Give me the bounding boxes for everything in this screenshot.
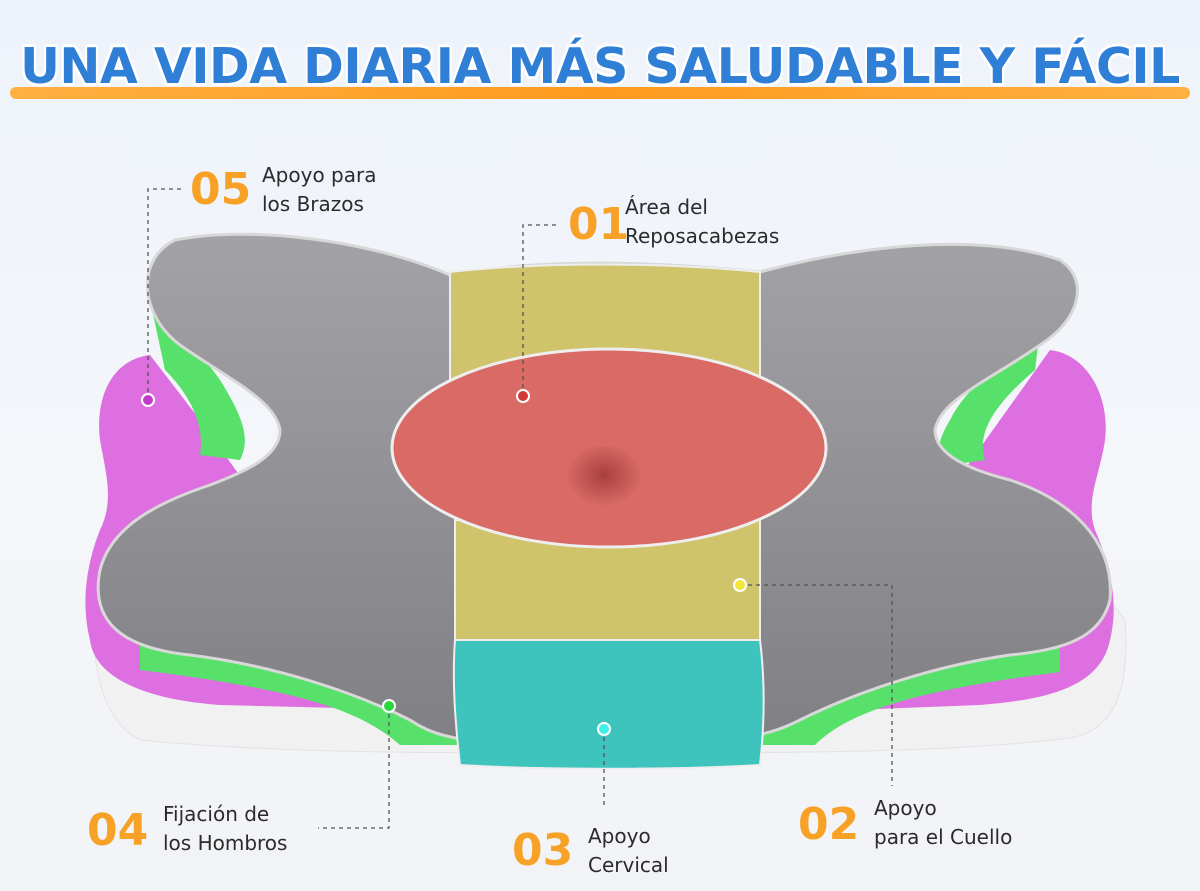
zone-number-02: 02 [798,799,860,850]
cervical-zone [452,639,765,770]
zone-text-01-line2: Reposacabezas [625,224,780,248]
shoulder-strip-right [938,330,1040,465]
zone-number-05: 05 [190,164,252,215]
zone-number-04: 04 [87,805,149,856]
zone-text-05-line2: los Brazos [262,192,364,216]
marker-dot-01 [516,389,530,403]
leader-line-04 [318,706,390,829]
marker-dot-05 [141,393,155,407]
zone-text-04-line1: Fijación de [163,802,270,826]
zone-text-04-line2: los Hombros [163,831,288,855]
page-title: UNA VIDA DIARIA MÁS SALUDABLE Y FÁCIL [20,38,1180,95]
leader-line-05 [147,188,185,400]
zone-text-03-line1: Apoyo [588,824,651,848]
marker-dot-02 [733,578,747,592]
marker-dot-03 [597,722,611,736]
leader-line-01 [522,224,560,396]
marker-dot-04 [382,699,396,713]
shoulder-strip-bottom-left [140,640,460,745]
zone-text-02-line2: para el Cuello [874,825,1013,849]
zone-number-03: 03 [512,825,574,876]
zone-text-01-line1: Área del [625,195,708,219]
zone-number-01: 01 [568,199,630,250]
leader-line-02 [740,584,893,786]
headrest-hole [566,446,642,510]
zone-text-02-line1: Apoyo [874,796,937,820]
title-underline-bar [10,87,1190,99]
zone-text-03-line2: Cervical [588,853,669,877]
zone-text-05-line1: Apoyo para [262,163,377,187]
